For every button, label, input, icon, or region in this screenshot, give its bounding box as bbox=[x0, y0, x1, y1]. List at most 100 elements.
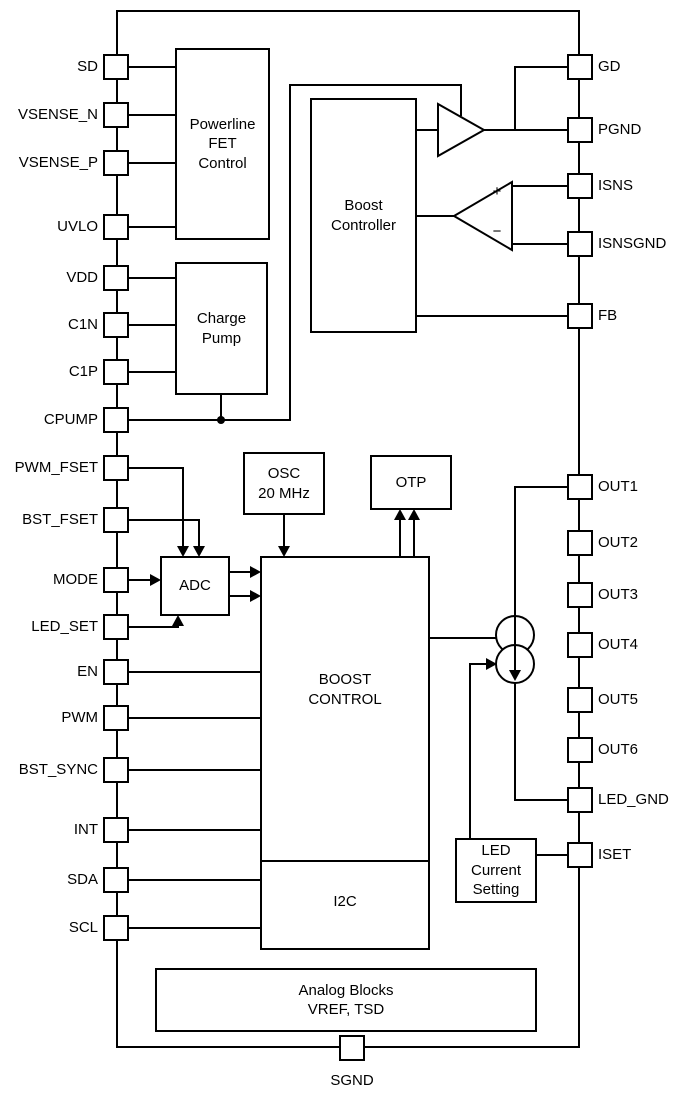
pin-out4 bbox=[567, 632, 593, 658]
wire-out1 bbox=[514, 486, 568, 616]
pin-vdd bbox=[103, 265, 129, 291]
pin-iset bbox=[567, 842, 593, 868]
arrow-up-icon bbox=[172, 615, 184, 626]
wire-pwm-fset bbox=[129, 467, 184, 547]
pin-scl bbox=[103, 915, 129, 941]
pin-label-sda: SDA bbox=[67, 871, 98, 888]
pin-label-out4: OUT4 bbox=[598, 636, 639, 653]
pin-sd bbox=[103, 54, 129, 80]
pin-uvlo bbox=[103, 214, 129, 240]
pin-pwm-fset bbox=[103, 455, 129, 481]
pin-label-iset: ISET bbox=[598, 846, 632, 863]
pin-label-en: EN bbox=[77, 663, 98, 680]
pin-label-gd: GD bbox=[598, 58, 621, 75]
pin-label-sgnd: SGND bbox=[330, 1072, 374, 1089]
block-adc: ADC bbox=[160, 556, 230, 616]
pin-label-pwm-fset: PWM_FSET bbox=[14, 459, 98, 476]
pin-label-led-set: LED_SET bbox=[31, 618, 98, 635]
arrow-right-icon bbox=[486, 658, 497, 670]
pin-label-isnsgnd: ISNSGND bbox=[598, 235, 667, 252]
pin-bst-sync bbox=[103, 757, 129, 783]
pin-out2 bbox=[567, 530, 593, 556]
wires bbox=[129, 66, 568, 929]
pin-vsense-n bbox=[103, 102, 129, 128]
pin-label-bst-fset: BST_FSET bbox=[22, 511, 98, 528]
pin-c1p bbox=[103, 359, 129, 385]
block-powerline-fet-control: Powerline FET Control bbox=[175, 48, 270, 240]
pin-sgnd bbox=[339, 1035, 365, 1061]
pin-label-led-gnd: LED_GND bbox=[598, 791, 669, 808]
junction-dot bbox=[217, 416, 225, 424]
block-led-current-setting: LED Current Setting bbox=[455, 838, 537, 903]
gate-driver-buffer-icon bbox=[437, 102, 487, 158]
pin-fb bbox=[567, 303, 593, 329]
pin-label-out2: OUT2 bbox=[598, 534, 639, 551]
pin-label-vdd: VDD bbox=[66, 269, 98, 286]
wire-bst-fset bbox=[129, 519, 200, 547]
pin-gd bbox=[567, 54, 593, 80]
arrow-up-icon bbox=[394, 509, 406, 520]
pin-out3 bbox=[567, 582, 593, 608]
pin-pgnd bbox=[567, 117, 593, 143]
pin-label-vsense-n: VSENSE_N bbox=[17, 106, 98, 123]
pin-led-gnd bbox=[567, 787, 593, 813]
block-osc: OSC 20 MHz bbox=[243, 452, 325, 515]
pin-mode bbox=[103, 567, 129, 593]
arrow-down-icon bbox=[509, 670, 521, 681]
boost-control-label: BOOST CONTROL bbox=[308, 671, 382, 708]
i2c-divider bbox=[262, 860, 428, 862]
wire-led-setting bbox=[469, 663, 487, 838]
block-analog-blocks: Analog Blocks VREF, TSD bbox=[155, 968, 537, 1032]
pin-label-vsense-p: VSENSE_P bbox=[18, 154, 98, 171]
pin-int bbox=[103, 817, 129, 843]
pin-label-isns: ISNS bbox=[598, 177, 634, 194]
pin-label-bst-sync: BST_SYNC bbox=[18, 761, 98, 778]
arrow-down-icon bbox=[177, 546, 189, 557]
pin-label-c1n: C1N bbox=[67, 316, 98, 333]
pin-sda bbox=[103, 867, 129, 893]
pin-bst-fset bbox=[103, 507, 129, 533]
arrow-right-icon bbox=[250, 590, 261, 602]
arrow-up-icon bbox=[408, 509, 420, 520]
pin-out6 bbox=[567, 737, 593, 763]
pin-out1 bbox=[567, 474, 593, 500]
block-charge-pump: Charge Pump bbox=[175, 262, 268, 395]
pin-label-fb: FB bbox=[598, 307, 618, 324]
pin-label-out3: OUT3 bbox=[598, 586, 639, 603]
wire-led-gnd bbox=[514, 683, 568, 801]
pin-out5 bbox=[567, 687, 593, 713]
pin-cpump bbox=[103, 407, 129, 433]
pin-label-out1: OUT1 bbox=[598, 478, 639, 495]
pin-label-uvlo: UVLO bbox=[57, 218, 98, 235]
block-boost-control: BOOST CONTROL I2C bbox=[260, 556, 430, 950]
wire-led-set bbox=[129, 625, 179, 628]
pin-label-mode: MODE bbox=[53, 571, 98, 588]
pin-led-set bbox=[103, 614, 129, 640]
arrow-down-icon bbox=[278, 546, 290, 557]
pin-label-out6: OUT6 bbox=[598, 741, 639, 758]
arrow-down-icon bbox=[193, 546, 205, 557]
block-otp: OTP bbox=[370, 455, 452, 510]
pin-label-pgnd: PGND bbox=[598, 121, 642, 138]
pin-label-int: INT bbox=[73, 821, 98, 838]
arrow-right-icon bbox=[250, 566, 261, 578]
pin-pwm bbox=[103, 705, 129, 731]
pin-label-c1p: C1P bbox=[68, 363, 98, 380]
pin-label-out5: OUT5 bbox=[598, 691, 639, 708]
current-sense-comparator-icon bbox=[452, 180, 513, 252]
i2c-label: I2C bbox=[333, 893, 357, 910]
block-boost-controller: Boost Controller bbox=[310, 98, 417, 333]
comparator-minus-sign: − bbox=[492, 223, 502, 240]
pin-isnsgnd bbox=[567, 231, 593, 257]
pin-en bbox=[103, 659, 129, 685]
pin-c1n bbox=[103, 312, 129, 338]
pin-label-pwm: PWM bbox=[61, 709, 98, 726]
pin-label-sd: SD bbox=[77, 58, 98, 75]
pin-label-scl: SCL bbox=[68, 919, 98, 936]
arrow-right-icon bbox=[150, 574, 161, 586]
pin-vsense-p bbox=[103, 150, 129, 176]
wire-cpump bbox=[129, 84, 462, 421]
wire-gd bbox=[514, 66, 568, 130]
